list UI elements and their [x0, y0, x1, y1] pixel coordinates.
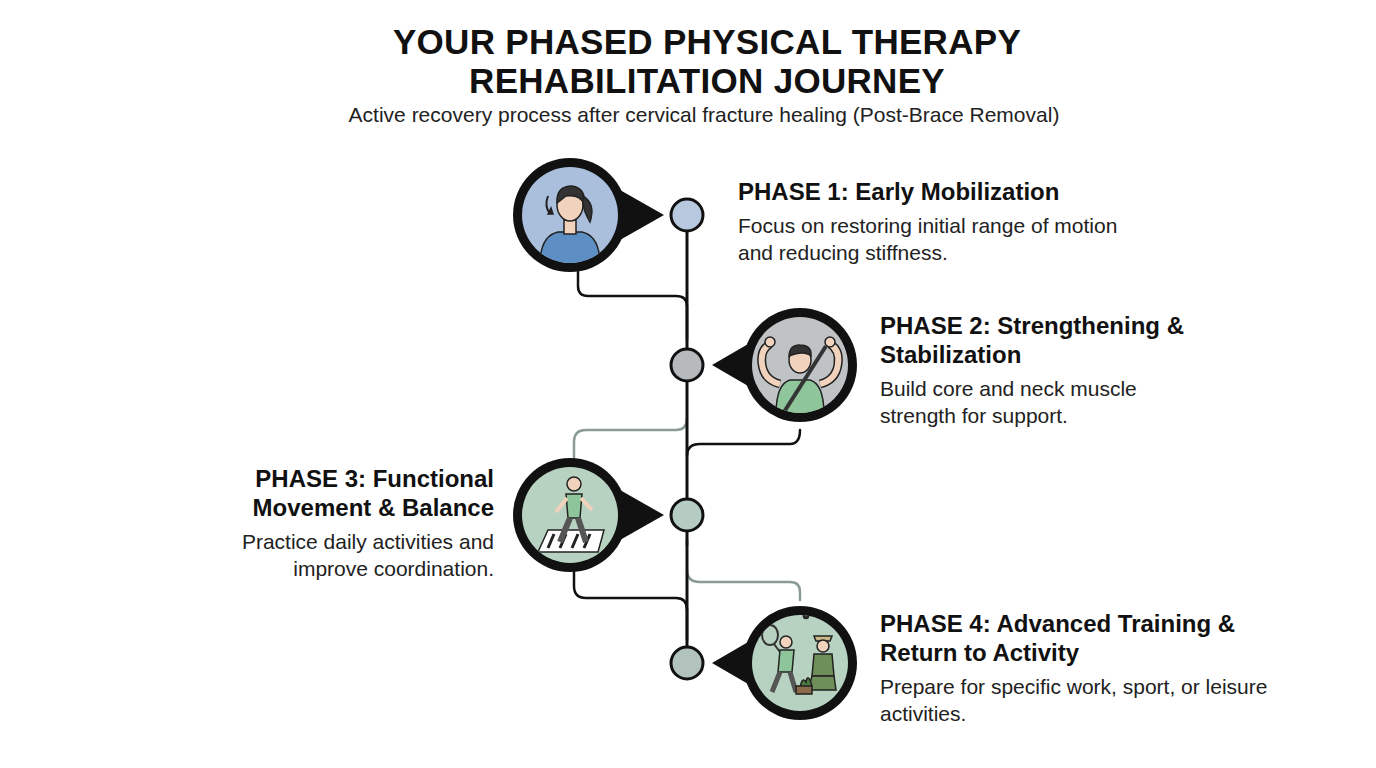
- diagram-title: YOUR PHASED PHYSICAL THERAPY REHABILITAT…: [317, 22, 1097, 100]
- phase-heading: PHASE 3: Functional Movement & Balance: [176, 464, 494, 522]
- phase-text-block: PHASE 3: Functional Movement & BalancePr…: [176, 464, 494, 582]
- phase-heading: PHASE 4: Advanced Training & Return to A…: [880, 609, 1270, 667]
- timeline-dot: [671, 499, 703, 531]
- phase-text-block: PHASE 2: Strengthening & StabilizationBu…: [880, 311, 1240, 429]
- timeline-dot: [671, 199, 703, 231]
- phase-text-block: PHASE 1: Early MobilizationFocus on rest…: [738, 177, 1138, 266]
- phase-1-icon: [513, 158, 664, 272]
- phase-text-block: PHASE 4: Advanced Training & Return to A…: [880, 609, 1270, 727]
- icon-connector: [687, 570, 800, 600]
- timeline-dot: [671, 349, 703, 381]
- phase-description: Build core and neck muscle strength for …: [880, 375, 1180, 429]
- phase-3-icon: [513, 458, 664, 572]
- phase-description: Prepare for specific work, sport, or lei…: [880, 673, 1270, 727]
- icon-connector: [574, 572, 687, 640]
- phase-heading: PHASE 2: Strengthening & Stabilization: [880, 311, 1240, 369]
- timeline-spine: [686, 215, 689, 663]
- icon-connector: [578, 272, 687, 340]
- phase-description: Practice daily activities and improve co…: [176, 528, 494, 582]
- diagram-caption: Active recovery process after cervical f…: [184, 102, 1224, 128]
- phase-heading: PHASE 1: Early Mobilization: [738, 177, 1138, 206]
- icon-connector: [574, 418, 687, 458]
- timeline-dot: [671, 647, 703, 679]
- phase-2-icon: [712, 308, 857, 422]
- phase-description: Focus on restoring initial range of moti…: [738, 212, 1118, 266]
- icon-connector: [687, 430, 800, 456]
- phase-4-icon: [712, 606, 857, 720]
